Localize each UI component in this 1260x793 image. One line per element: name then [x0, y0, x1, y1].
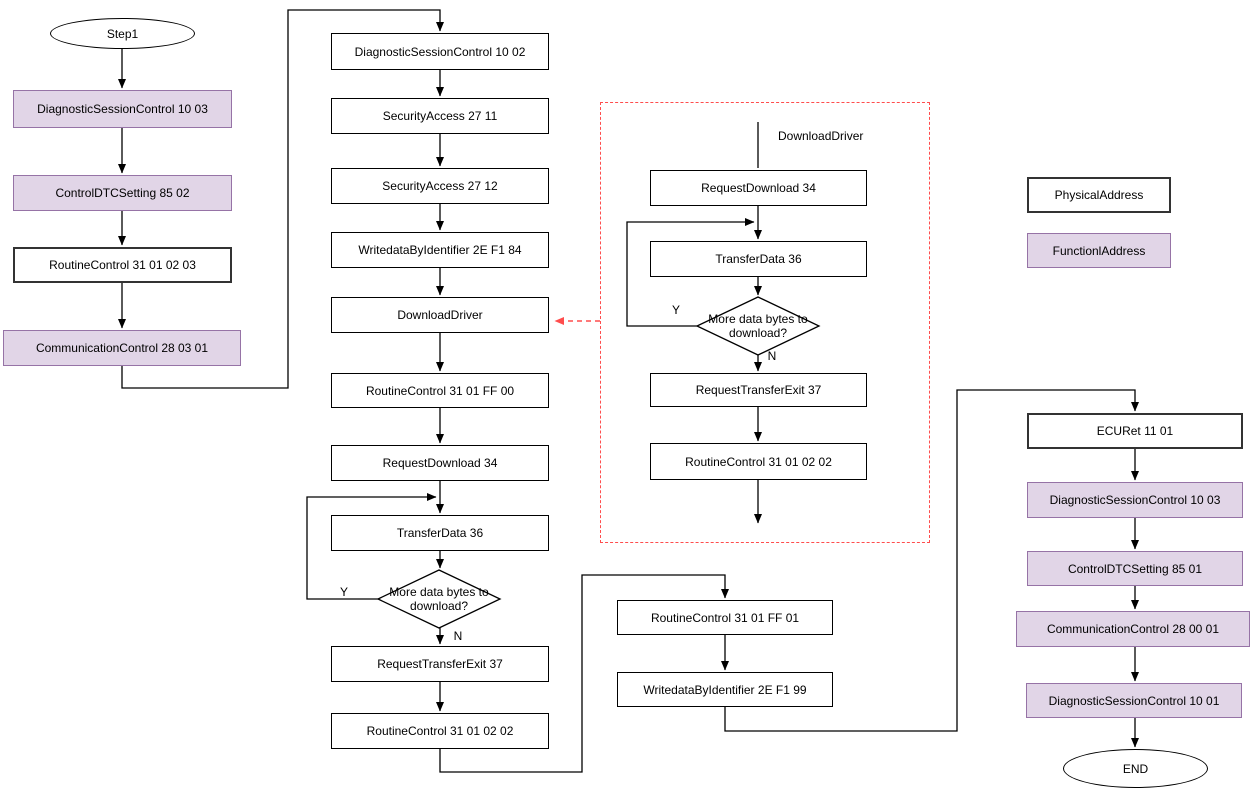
group-title-download-driver: DownloadDriver	[778, 129, 864, 143]
node-security-access-27-12: SecurityAccess 27 12	[331, 168, 549, 204]
node-transfer-data-36: TransferData 36	[331, 515, 549, 551]
node-routine-control-31-01-ff-00: RoutineControl 31 01 FF 00	[331, 373, 549, 408]
label-no-group: N	[767, 349, 777, 363]
arrow-wdbi99-to-ecuret	[724, 389, 1139, 732]
decision-diamond-col2	[376, 569, 502, 629]
node-ecu-reset-11-01: ECURet 11 01	[1027, 413, 1243, 449]
black-connectors	[118, 9, 1139, 773]
node-write-data-by-identifier-2e-f1-99: WritedataByIdentifier 2E F1 99	[617, 672, 833, 707]
group-node-request-transfer-exit-37: RequestTransferExit 37	[650, 373, 867, 407]
node-communication-control-28-03-01: CommunicationControl 28 03 01	[3, 330, 241, 366]
node-security-access-27-11: SecurityAccess 27 11	[331, 98, 549, 134]
node-routine-control-31-01-02-02: RoutineControl 31 01 02 02	[331, 713, 549, 749]
legend-physical-address: PhysicalAddress	[1027, 177, 1171, 213]
group-node-routine-control-31-01-02-02: RoutineControl 31 01 02 02	[650, 443, 867, 480]
node-diagnostic-session-control-10-02: DiagnosticSessionControl 10 02	[331, 33, 549, 70]
group-node-request-download-34: RequestDownload 34	[650, 170, 867, 206]
node-diagnostic-session-control-10-01: DiagnosticSessionControl 10 01	[1026, 683, 1242, 718]
node-diagnostic-session-control-10-03-right: DiagnosticSessionControl 10 03	[1027, 482, 1243, 518]
node-routine-control-31-01-02-03: RoutineControl 31 01 02 03	[13, 247, 232, 283]
label-no-col2: N	[453, 629, 463, 643]
label-yes-col2: Y	[339, 585, 348, 599]
node-diagnostic-session-control-10-03: DiagnosticSessionControl 10 03	[13, 90, 232, 128]
group-node-transfer-data-36: TransferData 36	[650, 241, 867, 277]
node-write-data-by-identifier-2e-f1-84: WritedataByIdentifier 2E F1 84	[331, 232, 549, 268]
end-terminator: END	[1063, 749, 1208, 788]
loop-yes-group	[626, 218, 755, 327]
label-yes-group: Y	[671, 303, 680, 317]
loop-yes-col2	[306, 493, 437, 600]
arrow-rc0202-to-rcff01	[439, 574, 729, 773]
decision-question-group: More data bytes to download?	[708, 312, 808, 340]
node-communication-control-28-00-01: CommunicationControl 28 00 01	[1016, 611, 1250, 647]
legend-functional-address: FunctionlAddress	[1027, 233, 1171, 268]
node-control-dtc-setting-85-02: ControlDTCSetting 85 02	[13, 175, 232, 211]
start-terminator: Step1	[50, 18, 195, 49]
node-download-driver: DownloadDriver	[331, 297, 549, 333]
decision-diamond-group	[695, 296, 821, 356]
arrow-cc280301-to-dsc1002	[121, 9, 444, 389]
node-request-download-34: RequestDownload 34	[331, 445, 549, 481]
decision-question-col2: More data bytes to download?	[389, 585, 489, 613]
node-request-transfer-exit-37: RequestTransferExit 37	[331, 646, 549, 682]
node-control-dtc-setting-85-01: ControlDTCSetting 85 01	[1027, 551, 1243, 586]
node-routine-control-31-01-ff-01: RoutineControl 31 01 FF 01	[617, 600, 833, 635]
download-driver-group-box	[600, 102, 930, 543]
